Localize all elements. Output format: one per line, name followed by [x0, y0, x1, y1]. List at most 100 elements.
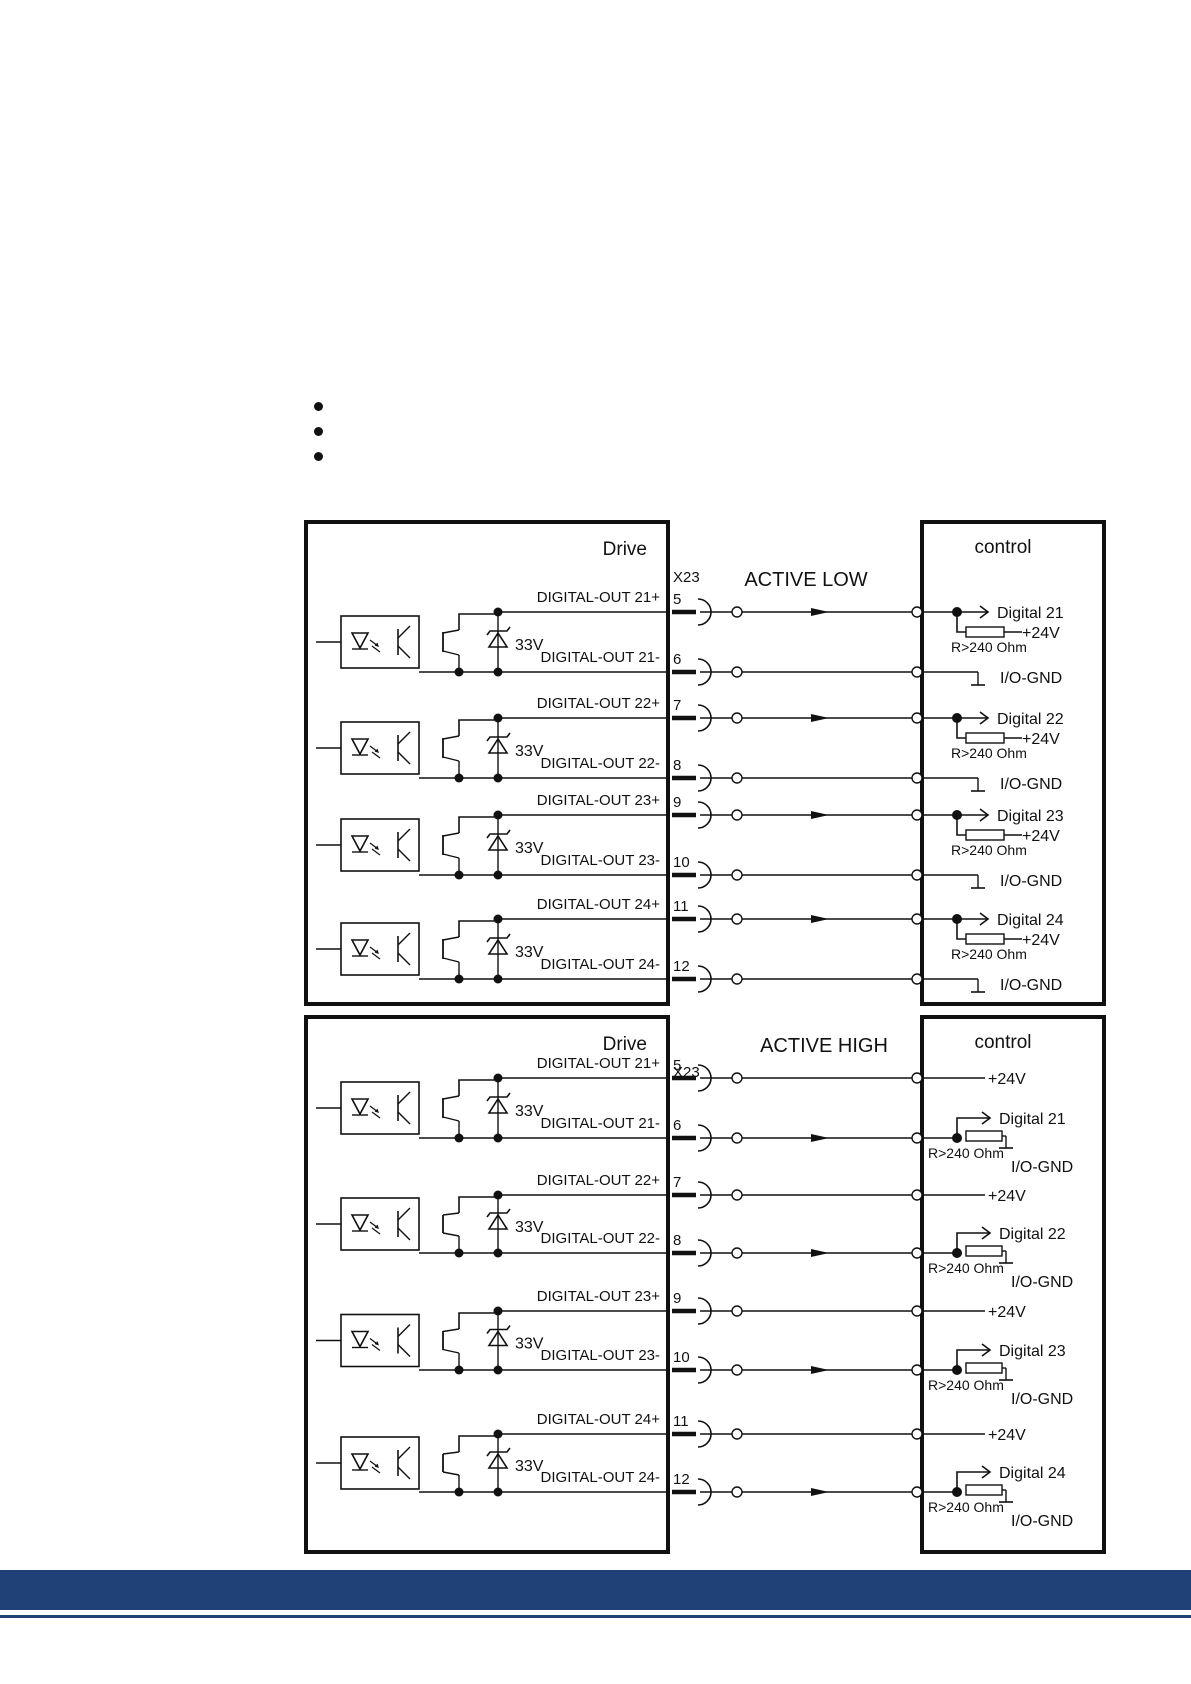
- output-plus-label: DIGITAL-OUT 23+: [537, 792, 660, 809]
- output-plus-label: DIGITAL-OUT 22+: [537, 695, 660, 712]
- junction-dot: [493, 667, 503, 677]
- terminal-ring: [731, 712, 743, 724]
- threshold-label: 33V: [515, 1219, 544, 1236]
- zener-diode-icon: [487, 938, 509, 955]
- terminal-ring: [731, 973, 743, 985]
- terminal-ring: [911, 772, 923, 784]
- optocoupler-icon: [340, 1197, 420, 1251]
- wire: [956, 1471, 990, 1492]
- junction-dot: [493, 773, 503, 783]
- terminal-ring: [911, 1189, 923, 1201]
- terminal-ring: [911, 1364, 923, 1376]
- wire: [458, 919, 499, 937]
- phototransistor-icon: [397, 1466, 411, 1480]
- terminal-ring: [911, 1132, 923, 1144]
- pin-number: 8: [673, 1232, 681, 1249]
- control-label: control: [974, 1032, 1031, 1053]
- junction-dot: [454, 1133, 464, 1143]
- transistor-icon: [442, 629, 460, 634]
- phototransistor-icon: [397, 645, 411, 659]
- supply-label: +24V: [988, 1188, 1026, 1205]
- led-icon: [350, 835, 370, 853]
- junction-dot: [493, 1133, 503, 1143]
- supply-label: +24V: [1022, 731, 1060, 748]
- pin-number: 7: [673, 697, 681, 714]
- terminal-ring: [731, 666, 743, 678]
- phototransistor-icon: [397, 1446, 411, 1460]
- terminal-ring: [911, 606, 923, 618]
- ground-label: I/O-GND: [1000, 776, 1062, 793]
- transistor-icon: [442, 1328, 460, 1333]
- transistor-icon: [442, 1348, 460, 1354]
- terminal-ring: [731, 1189, 743, 1201]
- led-icon: [350, 1453, 370, 1471]
- junction-dot: [454, 1487, 464, 1497]
- threshold-label: 33V: [515, 637, 544, 654]
- terminal-ring: [911, 1247, 923, 1259]
- wire: [458, 1195, 499, 1213]
- input-arrow-icon: [981, 1343, 992, 1357]
- resistor-icon: [965, 933, 1005, 945]
- ground-label: I/O-GND: [1000, 873, 1062, 890]
- terminal-ring: [731, 1305, 743, 1317]
- drive-box: [304, 1015, 670, 1554]
- wire: [956, 718, 966, 739]
- threshold-label: 33V: [515, 1458, 544, 1475]
- wire: [956, 815, 966, 836]
- terminal-ring: [731, 913, 743, 925]
- zener-diode-icon: [486, 1447, 511, 1457]
- pin-number: 12: [673, 958, 690, 975]
- wire: [956, 1349, 990, 1370]
- threshold-label: 33V: [515, 1103, 544, 1120]
- input-arrow-icon: [979, 808, 990, 822]
- pin-number: 8: [673, 757, 681, 774]
- transistor-icon: [442, 1232, 460, 1237]
- input-arrow-icon: [981, 1111, 992, 1125]
- light-emission-icon: [369, 946, 381, 960]
- zener-diode-icon: [487, 834, 509, 851]
- resistor-icon: [965, 1130, 1003, 1142]
- output-plus-label: DIGITAL-OUT 21+: [537, 589, 660, 606]
- digital-input-label: Digital 22: [997, 711, 1064, 728]
- ground-label: I/O-GND: [1011, 1274, 1073, 1291]
- ground-label: I/O-GND: [1000, 670, 1062, 687]
- threshold-label: 33V: [515, 944, 544, 961]
- junction-dot: [493, 1190, 503, 1200]
- light-emission-icon: [369, 1338, 381, 1351]
- transistor-icon: [442, 756, 460, 762]
- wire: [458, 718, 499, 736]
- digital-input-label: Digital 24: [999, 1465, 1066, 1482]
- pin-number: 9: [673, 1290, 681, 1307]
- zener-diode-icon: [487, 631, 509, 648]
- phototransistor-icon: [397, 1344, 411, 1357]
- zener-diode-icon: [487, 1330, 509, 1347]
- output-plus-label: DIGITAL-OUT 22+: [537, 1172, 660, 1189]
- terminal-ring: [731, 1364, 743, 1376]
- led-icon: [350, 939, 370, 957]
- resistor-label: R>240 Ohm: [951, 639, 1027, 655]
- wire: [458, 1311, 499, 1329]
- phototransistor-icon: [397, 828, 411, 842]
- digital-input-label: Digital 23: [997, 808, 1064, 825]
- transistor-icon: [442, 832, 460, 837]
- phototransistor-icon: [397, 751, 411, 765]
- zener-diode-icon: [486, 732, 511, 742]
- resistor-label: R>240 Ohm: [951, 745, 1027, 761]
- supply-label: +24V: [1022, 932, 1060, 949]
- zener-diode-icon: [487, 1097, 509, 1114]
- terminal-ring: [911, 666, 923, 678]
- pin-number: 6: [673, 651, 681, 668]
- ground-label: I/O-GND: [1000, 977, 1062, 994]
- resistor-label: R>240 Ohm: [951, 946, 1027, 962]
- optocoupler-icon: [340, 1081, 420, 1135]
- signal-arrow-icon: [811, 608, 829, 616]
- junction-dot: [493, 974, 503, 984]
- junction-dot: [493, 607, 503, 617]
- resistor-label: R>240 Ohm: [951, 842, 1027, 858]
- transistor-icon: [442, 1095, 460, 1100]
- zener-diode-icon: [487, 1213, 509, 1230]
- bullet-dot: [314, 402, 323, 411]
- terminal-ring: [911, 1305, 923, 1317]
